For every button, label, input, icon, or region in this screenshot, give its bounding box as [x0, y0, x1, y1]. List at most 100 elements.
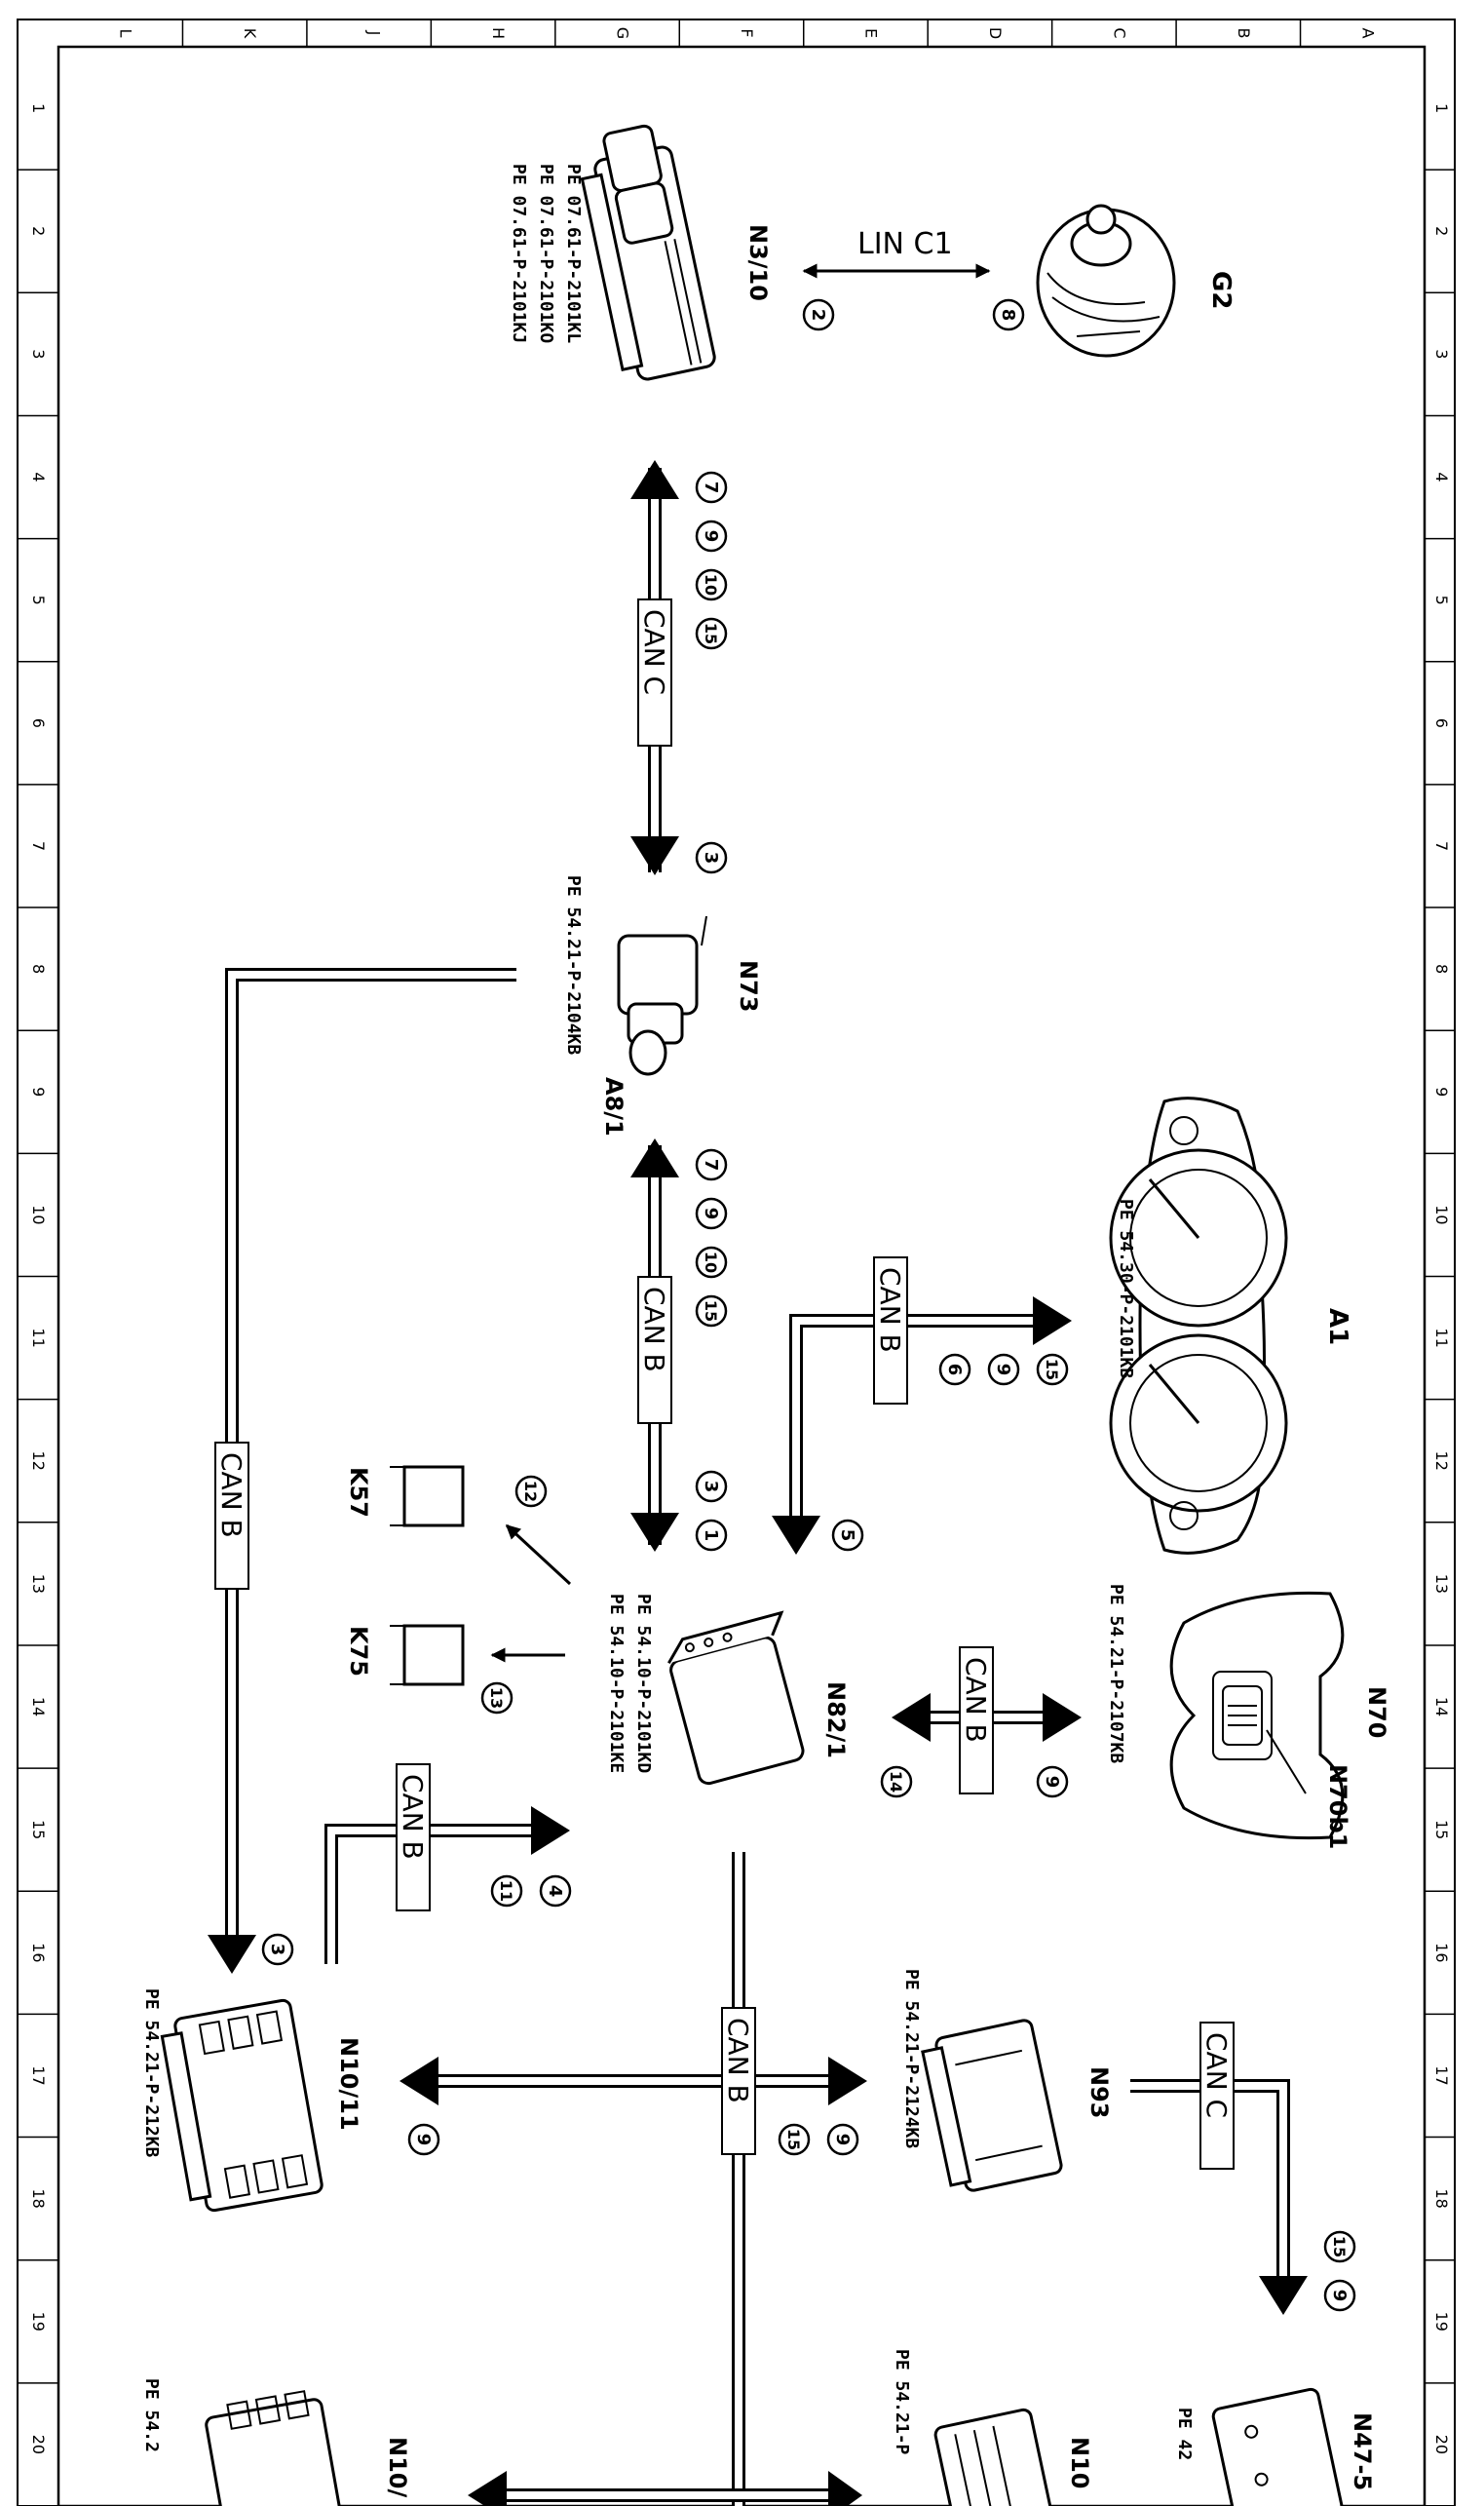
k57-label: K57	[345, 1467, 372, 1518]
n73-label: N73	[735, 960, 762, 1012]
signal-circle: 9	[695, 1197, 728, 1230]
signal-circle: 14	[880, 1765, 913, 1798]
signal-circle: 15	[695, 1294, 728, 1328]
signal-circle: 9	[1323, 2279, 1356, 2312]
signal-circle: 4	[539, 1874, 572, 1908]
row-label: 1	[29, 103, 48, 113]
row-label: 15	[29, 1820, 48, 1839]
relay-k57-symbol	[390, 1465, 465, 1527]
can-b-center-label: CAN B	[638, 1287, 670, 1372]
svg-text:9: 9	[413, 2134, 434, 2146]
signal-circle: 8	[992, 298, 1025, 331]
ignition-switch-symbol	[617, 915, 707, 1076]
n93-label: N93	[1085, 2066, 1113, 2118]
row-label: 19	[29, 2312, 48, 2332]
k75-label: K75	[345, 1626, 372, 1677]
column-label: K	[241, 28, 259, 39]
row-label: 17	[29, 2065, 48, 2085]
row-label: 14	[29, 1697, 48, 1716]
sam-module-n10-11-symbol	[160, 1998, 323, 2213]
row-label: 5	[1432, 596, 1451, 605]
svg-text:10: 10	[702, 1252, 720, 1273]
can-c-arrow-top	[630, 460, 679, 499]
row-label: 10	[29, 1205, 48, 1224]
n70-label: N70	[1363, 1686, 1390, 1738]
signal-circle: 9	[1036, 1765, 1069, 1798]
signal-circle: 13	[480, 1681, 514, 1715]
svg-text:9: 9	[832, 2134, 853, 2146]
svg-text:12: 12	[521, 1481, 540, 1502]
reference-n70: PE 54.21-P-2107KB	[1106, 1584, 1126, 1763]
signal-circle: 9	[987, 1353, 1020, 1386]
k57-arrow	[505, 1523, 572, 1586]
row-label: 10	[1432, 1205, 1451, 1224]
can-b-a1-bus	[789, 1314, 1033, 1521]
can-c-n47-label: CAN C	[1200, 2032, 1233, 2118]
overhead-control-panel-symbol	[1169, 1591, 1345, 1840]
a1-label: A1	[1323, 1308, 1352, 1345]
row-label: 17	[1432, 2065, 1451, 2085]
column-label: H	[489, 27, 508, 39]
signal-circle: 11	[490, 1874, 523, 1908]
n10-right-label: N10	[1066, 2437, 1093, 2488]
row-label: 8	[1432, 964, 1451, 974]
can-b-left-label: CAN B	[215, 1452, 247, 1538]
svg-text:10: 10	[702, 574, 720, 596]
signal-circle: 1	[695, 1519, 728, 1552]
column-label: E	[861, 28, 880, 38]
svg-text:15: 15	[1043, 1359, 1061, 1380]
reference-n3-10-2: PE 07.61-P-2101KO	[536, 164, 556, 343]
signal-circle: 15	[1323, 2230, 1356, 2263]
svg-text:3: 3	[701, 1481, 721, 1493]
signal-circle: 7	[695, 471, 728, 504]
signal-circle: 3	[261, 1933, 294, 1966]
row-label: 9	[1432, 1087, 1451, 1097]
sam-module-n10-bottom-symbol	[205, 2390, 341, 2506]
signal-circle: 3	[695, 1470, 728, 1503]
svg-text:3: 3	[267, 1944, 287, 1956]
esp-module-n47-5-symbol	[1211, 2387, 1344, 2506]
signal-circle: 10	[695, 1246, 728, 1279]
row-label: 4	[1432, 472, 1451, 482]
reference-n82-1-b: PE 54.10-P-2101KE	[606, 1594, 627, 1773]
svg-text:3: 3	[701, 852, 721, 865]
reference-n10-right: PE 54.21-P	[892, 2349, 912, 2455]
svg-text:9: 9	[1042, 1776, 1062, 1789]
svg-text:15: 15	[784, 2129, 803, 2150]
row-label: 2	[29, 226, 48, 236]
n3-10-label: N3/10	[744, 224, 772, 301]
column-label: G	[614, 27, 632, 39]
signal-circle: 2	[802, 298, 835, 331]
reference-n47-5: PE 42	[1174, 2408, 1195, 2460]
signal-circle: 9	[407, 2123, 440, 2156]
signal-circle: 15	[695, 617, 728, 650]
reference-n3-10-1: PE 07.61-P-2101KL	[563, 164, 584, 343]
row-label: 7	[29, 841, 48, 851]
signal-circle: 3	[695, 841, 728, 874]
row-label: 3	[1432, 349, 1451, 359]
lin-bus-label: LIN C1	[857, 227, 953, 261]
column-label: F	[738, 28, 756, 37]
row-label: 13	[1432, 1574, 1451, 1594]
column-label: L	[117, 29, 135, 38]
can-b-trunk-label: CAN B	[722, 2018, 754, 2103]
svg-text:14: 14	[887, 1771, 905, 1793]
svg-text:8: 8	[998, 309, 1018, 322]
can-b-a1-label: CAN B	[874, 1267, 906, 1353]
row-label: 4	[29, 472, 48, 482]
signal-circle: 5	[831, 1519, 864, 1552]
column-label: D	[986, 27, 1005, 39]
svg-text:4: 4	[545, 1885, 565, 1898]
svg-text:7: 7	[701, 482, 721, 494]
sam-module-n10-symbol	[933, 2408, 1054, 2506]
signal-circle: 6	[938, 1353, 971, 1386]
alternator-symbol	[1036, 204, 1176, 358]
column-label: J	[365, 30, 384, 36]
battery-control-module-symbol	[667, 1610, 805, 1786]
row-label: 12	[1432, 1451, 1451, 1471]
reference-n3-10-3: PE 07.61-P-2101KJ	[509, 164, 529, 343]
signal-circle: 9	[695, 520, 728, 553]
row-label: 6	[1432, 718, 1451, 728]
row-label: 11	[1432, 1328, 1451, 1347]
